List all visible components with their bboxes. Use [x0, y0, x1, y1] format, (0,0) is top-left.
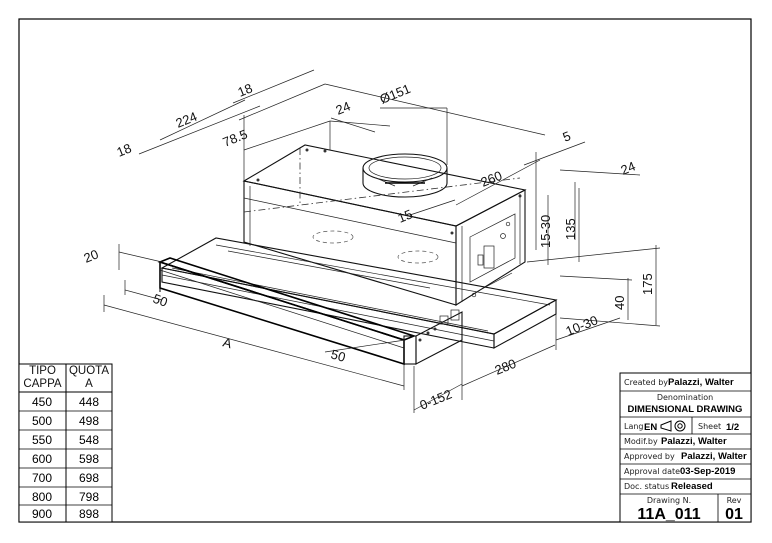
casing-left-face	[243, 180, 457, 306]
dim-24-right: 24	[619, 158, 638, 177]
table-header-quota: QUOTA A	[68, 365, 110, 390]
denomination-value: DIMENSIONAL DRAWING	[628, 404, 743, 415]
dim-15: 15	[396, 206, 415, 225]
dim-40: 40	[612, 296, 627, 310]
rev-label: Rev	[727, 496, 742, 505]
table-cell-quota: 598	[79, 452, 99, 466]
dim-50-front: 50	[329, 346, 347, 364]
table-cell-tipo: 800	[32, 490, 52, 504]
dim-15-30: 15-30	[538, 215, 553, 248]
table-cell-quota: 798	[79, 490, 99, 504]
quota-table: TIPO CAPPA QUOTA A 450 448 500 498 550 5…	[18, 363, 113, 523]
dim-224: 224	[174, 109, 200, 131]
modif-by-value: Palazzi, Walter	[661, 436, 727, 447]
duct-collar	[362, 153, 448, 198]
electrical-panel	[469, 213, 516, 298]
dim-280: 280	[493, 356, 519, 378]
table-cell-quota: 898	[79, 507, 99, 521]
approved-by-label: Approved by	[624, 452, 675, 461]
approved-by-value: Palazzi, Walter	[681, 451, 747, 462]
dim-175: 175	[640, 273, 655, 295]
doc-status-label: Doc. status	[624, 482, 669, 491]
dim-50-left: 50	[151, 291, 170, 310]
dim-20: 20	[82, 246, 101, 265]
dim-5: 5	[561, 128, 573, 145]
dim-78-5: 78.5	[221, 126, 250, 149]
sheet-value: 1/2	[726, 422, 739, 433]
dim-24-duct: 24	[334, 98, 353, 117]
dim-10-30: 10-30	[564, 312, 600, 338]
lang-label: Lang	[624, 422, 644, 431]
table-cell-quota: 698	[79, 471, 99, 485]
dimension-labels: 18 224 18 78.5 24 Ø151 5 260 24 15-30 13…	[82, 80, 655, 412]
modif-by-label: Modif.by	[624, 437, 658, 446]
doc-status-value: Released	[671, 481, 713, 492]
table-cell-tipo: 600	[32, 452, 52, 466]
denomination-label: Denomination	[657, 393, 713, 402]
dim-18-left: 18	[115, 140, 134, 159]
drawing-number-value: 11A_011	[637, 506, 700, 523]
title-block: Created by Palazzi, Walter Denomination …	[619, 372, 752, 523]
table-cell-tipo: 900	[32, 507, 52, 521]
table-cell-quota: 448	[79, 395, 99, 409]
table-cell-tipo: 450	[32, 395, 52, 409]
sheet-border	[18, 18, 752, 523]
rev-value: 01	[725, 506, 743, 523]
dim-260: 260	[479, 168, 505, 190]
dim-18-top: 18	[236, 80, 255, 99]
dim-0-152: 0-152	[418, 386, 454, 412]
table-cell-tipo: 700	[32, 471, 52, 485]
projection-symbol-icon	[660, 420, 686, 432]
created-by-label: Created by	[624, 378, 668, 387]
slide-tray	[160, 237, 558, 349]
approval-date-label: Approval date	[624, 467, 680, 476]
lang-value: EN	[644, 422, 657, 433]
table-cell-tipo: 500	[32, 414, 52, 428]
casing-right-face	[455, 189, 526, 306]
table-header-tipo: TIPO CAPPA	[23, 365, 62, 390]
created-by-value: Palazzi, Walter	[668, 377, 734, 388]
approval-date-value: 03-Sep-2019	[680, 466, 735, 477]
table-cell-quota: 498	[79, 414, 99, 428]
dimension-lines	[103, 69, 661, 413]
table-cell-quota: 548	[79, 433, 99, 447]
sheet-label: Sheet	[698, 422, 721, 431]
dim-135: 135	[563, 218, 578, 240]
hidden-hole-left	[312, 230, 354, 244]
table-cell-tipo: 550	[32, 433, 52, 447]
drawing-number-label: Drawing N.	[647, 496, 691, 505]
hidden-hole-right	[397, 250, 439, 264]
